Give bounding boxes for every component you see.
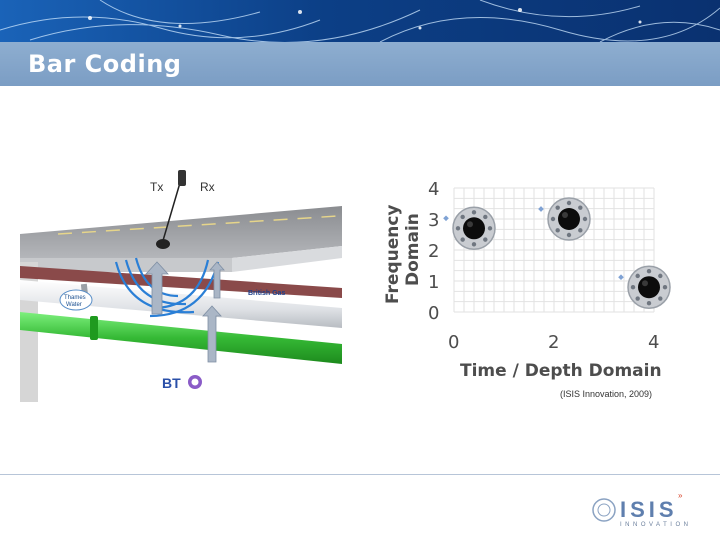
signal-arrows xyxy=(145,261,225,363)
flange-bolt xyxy=(630,285,636,290)
isis-seal-icon xyxy=(592,498,616,522)
gas-pipe xyxy=(20,266,342,298)
citation: (ISIS Innovation, 2009) xyxy=(560,389,653,399)
pipe-bore xyxy=(463,217,485,240)
pipe-bore-highlight xyxy=(562,212,568,218)
x-tick-label: 4 xyxy=(648,332,659,353)
title-bar xyxy=(0,42,720,86)
street-cross-section: British Gas Thames Water BT Tx Rx xyxy=(18,166,348,407)
y-tick-label: 4 xyxy=(428,179,439,200)
y-tick-label: 3 xyxy=(428,210,439,231)
isis-innovation-logo: ISIS INNOVATION » xyxy=(590,491,702,533)
footer-divider xyxy=(0,474,720,475)
road-surface xyxy=(20,206,342,258)
flange-bolt xyxy=(658,296,663,301)
flange-bolt xyxy=(658,273,663,279)
flange-bolt xyxy=(483,237,488,242)
flange-bolt xyxy=(578,228,583,233)
flange-bolt xyxy=(578,205,583,210)
y-tick-label: 2 xyxy=(428,241,439,262)
bt-logo: BT xyxy=(162,375,181,391)
point-marker xyxy=(443,215,449,222)
signal-waves xyxy=(114,257,220,318)
flange-bolt xyxy=(487,226,493,231)
flange-bolt xyxy=(455,226,461,231)
svg-text:»: » xyxy=(678,492,683,500)
flange-bolt xyxy=(566,232,572,238)
pipe-bore-highlight xyxy=(642,280,648,287)
header-banner xyxy=(0,0,720,42)
slide-title: Bar Coding xyxy=(28,50,182,78)
bt-pipe xyxy=(20,312,342,364)
flange-bolt xyxy=(646,301,652,306)
point-marker xyxy=(538,206,544,212)
y-tick-label: 0 xyxy=(428,303,439,324)
flange-bolt xyxy=(582,216,588,222)
flange-bolt xyxy=(646,269,652,274)
x-axis-label: Time / Depth Domain xyxy=(460,361,662,381)
flange-bolt xyxy=(550,216,556,222)
svg-text:INNOVATION: INNOVATION xyxy=(620,522,691,528)
flange-bolt xyxy=(471,242,477,247)
flange-bolt xyxy=(635,296,640,301)
flange-bolt xyxy=(662,285,668,290)
y-axis-label-line1: Frequency xyxy=(383,204,403,304)
flange-bolt xyxy=(471,210,477,215)
pipe-bore-highlight xyxy=(467,221,473,228)
x-tick-label: 0 xyxy=(448,332,459,353)
y-tick-label: 1 xyxy=(428,272,439,293)
x-tick-label: 2 xyxy=(548,332,559,353)
svg-text:ISIS: ISIS xyxy=(620,497,678,522)
pipe-bore xyxy=(558,208,580,230)
british-gas-logo: British Gas xyxy=(248,290,285,297)
flange-bolt xyxy=(566,200,572,206)
rx-label: Rx xyxy=(200,180,215,194)
flange-bolt xyxy=(460,237,465,242)
thames-water-logo xyxy=(59,289,93,311)
svg-text:Thames: Thames xyxy=(64,295,86,301)
y-axis-label-line2: Domain xyxy=(403,213,423,286)
flange-bolt xyxy=(483,214,488,220)
tx-label: Tx xyxy=(150,180,164,194)
flange-bolt xyxy=(555,228,560,233)
tx-rx-device-icon xyxy=(178,170,186,186)
flange-bolt xyxy=(555,205,560,210)
flange-bolt xyxy=(460,214,465,220)
flange-bolt xyxy=(635,273,640,279)
point-marker xyxy=(618,274,624,281)
svg-text:Water: Water xyxy=(66,302,82,308)
pipe-bore xyxy=(638,276,660,299)
